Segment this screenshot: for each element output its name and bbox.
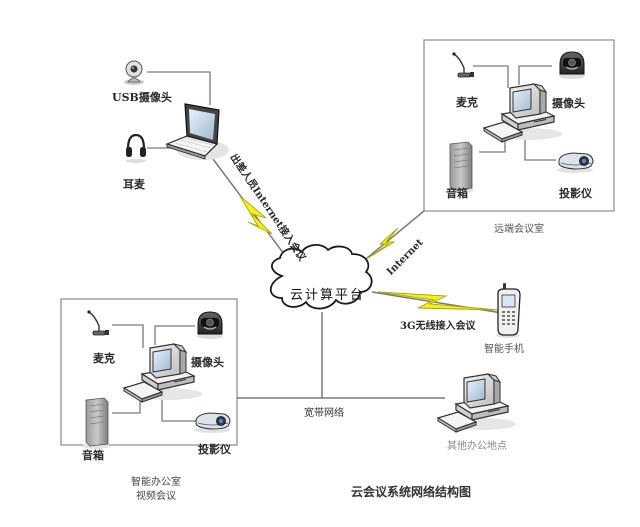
office-speaker-icon	[81, 397, 111, 450]
cloud-platform-icon	[269, 244, 373, 310]
remote-projector-label: 投影仪	[559, 187, 592, 200]
lightning-internet-icon	[367, 227, 399, 259]
other-site-label: 其他办公地点	[447, 441, 507, 452]
cloud-platform-label: 云计算平台	[290, 288, 366, 303]
smartphone-icon	[496, 283, 521, 338]
remote-mic-label: 麦克	[456, 96, 478, 109]
office-mic-label: 麦克	[93, 352, 115, 365]
remote-room-box	[423, 39, 615, 212]
office-projector-label: 投影仪	[198, 443, 231, 456]
remote-mic-icon	[451, 51, 475, 78]
smart-office-connections	[112, 324, 196, 422]
mobile-link-label: 3G无线接入会议	[400, 321, 476, 332]
other-site-computer-icon	[437, 373, 517, 433]
usb-camera-label: USB摄像头	[112, 91, 172, 104]
remote-camera-label: 摄像头	[552, 97, 585, 110]
remote-link-line	[354, 210, 425, 269]
broadband-network-label: 宽带网络	[304, 408, 344, 419]
headset-icon	[126, 133, 146, 163]
office-camera-label: 摄像头	[191, 356, 224, 369]
smartphone-label: 智能手机	[484, 344, 524, 355]
office-speaker-label: 音箱	[82, 449, 104, 462]
smart-office-box	[60, 298, 238, 446]
remote-camera-icon	[558, 51, 586, 80]
office-mic-icon	[86, 309, 110, 336]
remote-projector-icon	[556, 152, 594, 174]
remote-room-caption: 远端会议室	[494, 224, 544, 235]
office-projector-icon	[193, 412, 231, 434]
remote-speaker-label: 音箱	[446, 187, 468, 200]
office-caption-line1: 智能办公室	[131, 477, 181, 488]
remote-computer-icon	[483, 83, 563, 143]
traveler-connections	[147, 71, 211, 149]
headset-label: 耳麦	[123, 178, 145, 191]
usb-camera-icon	[124, 60, 144, 85]
lightning-mobile-icon	[377, 291, 499, 311]
office-camera-icon	[196, 311, 224, 340]
diagram-title: 云会议系统网络结构图	[351, 485, 472, 499]
laptop-icon	[165, 103, 229, 160]
office-caption-line2: 视频会议	[136, 491, 176, 502]
lightning-traveler-icon	[239, 195, 273, 235]
office-computer-icon	[123, 343, 203, 403]
